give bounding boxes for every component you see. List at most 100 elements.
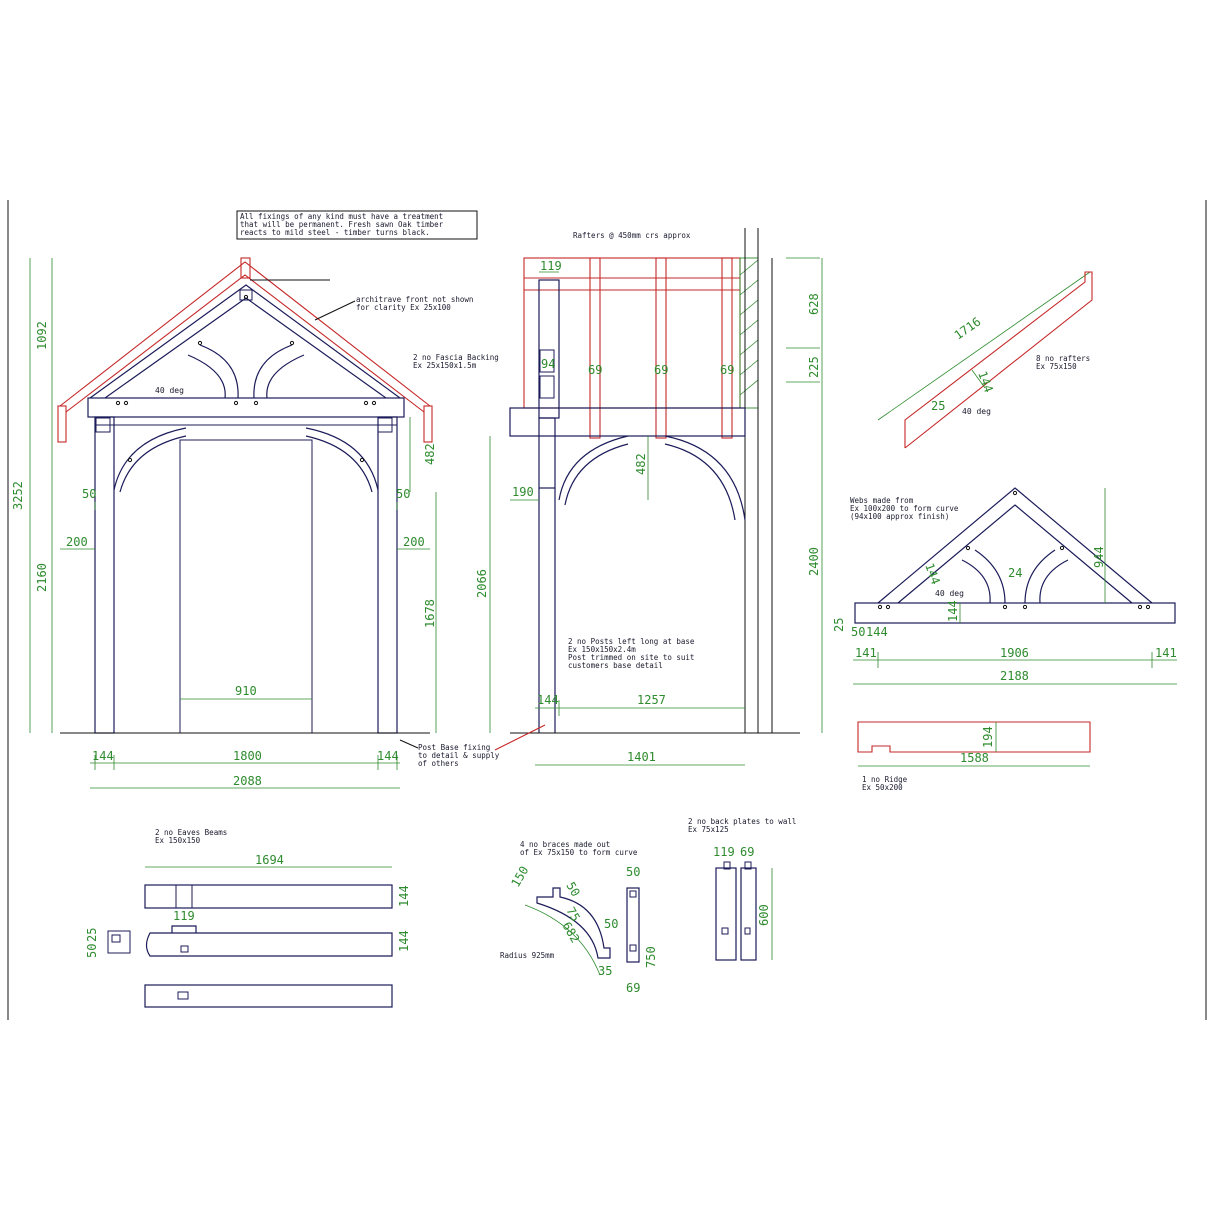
peg-hole [123, 400, 129, 406]
side-eaves-beam [509, 407, 746, 437]
wall-plate [94, 416, 398, 426]
front-brace-left-inner [119, 435, 187, 493]
side-mortice [539, 349, 555, 373]
front-dim-482: 482 [423, 443, 437, 465]
ridge-dim-194: 194 [981, 726, 995, 748]
fascia-left [57, 405, 67, 443]
eaves-beam-bottom-mortice [177, 991, 189, 1000]
back-plate-dim-600: 600 [757, 904, 771, 926]
brace-dim-682: 682 [559, 920, 582, 946]
truss-dim-144c: 144 [866, 625, 888, 639]
side-brace-right-inner [664, 443, 736, 521]
treatment-note-line-2: that will be permanent. Fresh sawn Oak t… [240, 220, 444, 229]
side-king-post [538, 279, 560, 419]
peg-hole [1002, 604, 1008, 610]
front-dim-910: 910 [235, 684, 257, 698]
webs-note-line-2: Ex 100x200 to form curve [850, 504, 959, 513]
hatch [739, 279, 759, 296]
ridge-dim-1588: 1588 [960, 751, 989, 765]
front-dim-1800: 1800 [233, 749, 262, 763]
side-dim-69b: 69 [654, 363, 668, 377]
side-brace-left-outer [558, 435, 629, 501]
brace-dim-682-line [524, 904, 601, 976]
peg-hole [371, 400, 377, 406]
post-base-note-line-2: to detail & supply [418, 751, 500, 760]
front-dim-200-right: 200 [403, 535, 425, 549]
architrave-leader [314, 300, 356, 321]
brace-detail: 4 no braces made out of Ex 75x150 to for… [500, 840, 658, 995]
eaves-note-line-1: 2 no Eaves Beams [155, 828, 227, 837]
peg-hole [1059, 545, 1065, 551]
truss-detail-top-inner [897, 504, 1133, 604]
radius-note: Radius 925mm [500, 951, 555, 960]
side-brace-left-inner [564, 443, 629, 506]
treatment-note-box [236, 210, 478, 240]
front-roof-outer [59, 261, 431, 407]
truss-dim-50: 50 [851, 625, 865, 639]
hatch [739, 259, 759, 276]
brace-edge-tenon [629, 944, 637, 952]
peg-hole [877, 604, 883, 610]
hatch [739, 379, 759, 396]
front-dim-200-left: 200 [66, 535, 88, 549]
peg-hole [115, 400, 121, 406]
ridge-note-line-1: 1 no Ridge [862, 775, 908, 784]
side-post-top [538, 417, 556, 489]
brace-dim-50b: 50 [604, 917, 618, 931]
truss-dim-141-right: 141 [1155, 646, 1177, 660]
truss-web-curve-left [199, 344, 239, 399]
webs-note-line-1: Webs made from [850, 496, 914, 505]
front-dim-50-left: 50 [82, 487, 96, 501]
side-dim-94: 94 [541, 357, 555, 371]
eaves-beam-mortice [175, 884, 193, 909]
brace-dim-750: 750 [644, 946, 658, 968]
truss-dim-144b: 144 [946, 600, 960, 622]
back-plate-tenon [723, 861, 731, 870]
eaves-beam-bottom [144, 984, 393, 1008]
peg-hole [253, 400, 259, 406]
truss-dim-24: 24 [1008, 566, 1022, 580]
front-brace-right-outer [305, 427, 379, 491]
post-left [94, 416, 115, 734]
brace-edge-view [626, 887, 640, 963]
back-plates-note-line-1: 2 no back plates to wall [688, 817, 796, 826]
eaves-dim-144a: 144 [397, 885, 411, 907]
back-plate-edge-mortice [744, 927, 751, 935]
front-brace-left-outer [113, 427, 187, 491]
eaves-dim-50: 50 [85, 944, 99, 958]
brace-edge-tenon [629, 890, 637, 898]
webs-note-line-3: (94x100 approx finish) [850, 512, 949, 521]
brace-dim-50c: 50 [626, 865, 640, 879]
brace-dim-75: 75 [563, 905, 582, 925]
side-mortice [539, 375, 555, 399]
eaves-end-notch [111, 934, 121, 943]
hatch [739, 299, 759, 316]
posts-note-line-4: customers base detail [568, 661, 663, 670]
ridge-end [240, 257, 251, 279]
eaves-note-line-2: Ex 150x150 [155, 836, 201, 845]
post-tenon-left [95, 417, 111, 433]
hatch [739, 319, 759, 336]
rafters-spacing-note: Rafters @ 450mm crs approx [573, 231, 691, 240]
brace-dim-150: 150 [508, 864, 531, 890]
fascia-note-line-2: Ex 25x150x1.5m [413, 361, 477, 370]
side-rafter [721, 257, 733, 439]
rafter-dim-144: 144 [975, 369, 996, 394]
rafters-count-line-2: Ex 75x150 [1036, 362, 1077, 371]
side-dim-119: 119 [540, 259, 562, 273]
side-dim-1401: 1401 [627, 750, 656, 764]
side-elevation: Rafters @ 450mm crs approx [475, 228, 823, 766]
rafters-count-line-1: 8 no rafters [1036, 354, 1090, 363]
rafter-dim-1716: 1716 [952, 314, 984, 342]
post-base-pointer [494, 724, 546, 751]
braces-note-line-1: 4 no braces made out [520, 840, 610, 849]
back-plate-face [715, 867, 737, 961]
fascia-right [423, 405, 433, 443]
peg-hole [965, 545, 971, 551]
front-angle-label: 40 deg [155, 386, 184, 395]
truss-web-curve-right-inner [266, 354, 305, 399]
back-plates-note-line-2: Ex 75x125 [688, 825, 729, 834]
truss-detail-web-right [1024, 549, 1056, 604]
eaves-dim-144b: 144 [397, 930, 411, 952]
rafter-outline [904, 271, 1093, 449]
